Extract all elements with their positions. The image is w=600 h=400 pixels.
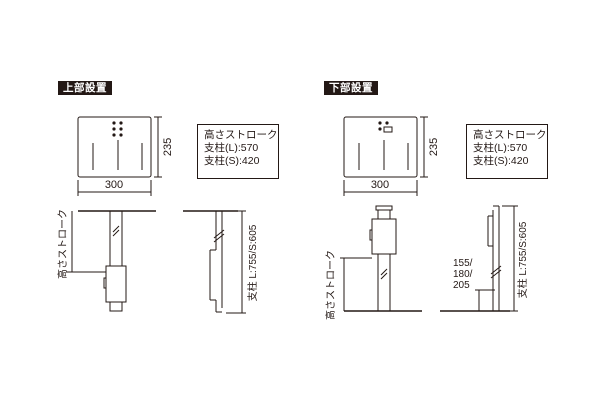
bottom-width-label: 300 (371, 179, 389, 191)
bottom-info-line-s: 支柱(S):420 (473, 155, 529, 167)
top-info-line-s: 支柱(S):420 (204, 155, 260, 167)
bottom-column-front-view (340, 205, 422, 312)
top-height-label: 235 (162, 138, 174, 156)
bottom-mount-tag: 下部設置 (324, 81, 378, 95)
bottom-plate-front-view (343, 116, 428, 196)
top-mount-info-box: 高さストローク 支柱(L):570 支柱(S):420 (197, 124, 279, 179)
bottom-stroke-label: 高さストローク (324, 250, 337, 320)
top-info-title: 高さストローク (204, 129, 278, 141)
bottom-info-line-l: 支柱(L):570 (473, 142, 528, 154)
top-width-label: 300 (105, 179, 123, 191)
top-column-side-view (183, 210, 246, 314)
bottom-mount-info-box: 高さストローク 支柱(L):570 支柱(S):420 (466, 124, 548, 179)
floor-height-label-2: 180/ (453, 269, 473, 280)
bottom-plate-holes (378, 121, 389, 131)
bottom-info-title: 高さストローク (473, 129, 547, 141)
top-info-line-l: 支柱(L):570 (204, 142, 259, 154)
top-column-front-view (66, 210, 156, 312)
floor-height-label-3: 205 (453, 280, 470, 291)
bottom-height-label: 235 (428, 138, 440, 156)
bottom-column-side-view (440, 205, 518, 312)
top-mount-tag: 上部設置 (58, 81, 112, 95)
bottom-pillar-label: 支柱 L:755/S:605 (516, 221, 529, 298)
top-stroke-label: 高さストローク (56, 209, 69, 279)
top-plate-holes (112, 121, 123, 137)
floor-height-label-1: 155/ (453, 258, 473, 269)
top-pillar-label: 支柱 L:755/S:605 (246, 224, 259, 301)
top-plate-front-view (77, 116, 162, 196)
